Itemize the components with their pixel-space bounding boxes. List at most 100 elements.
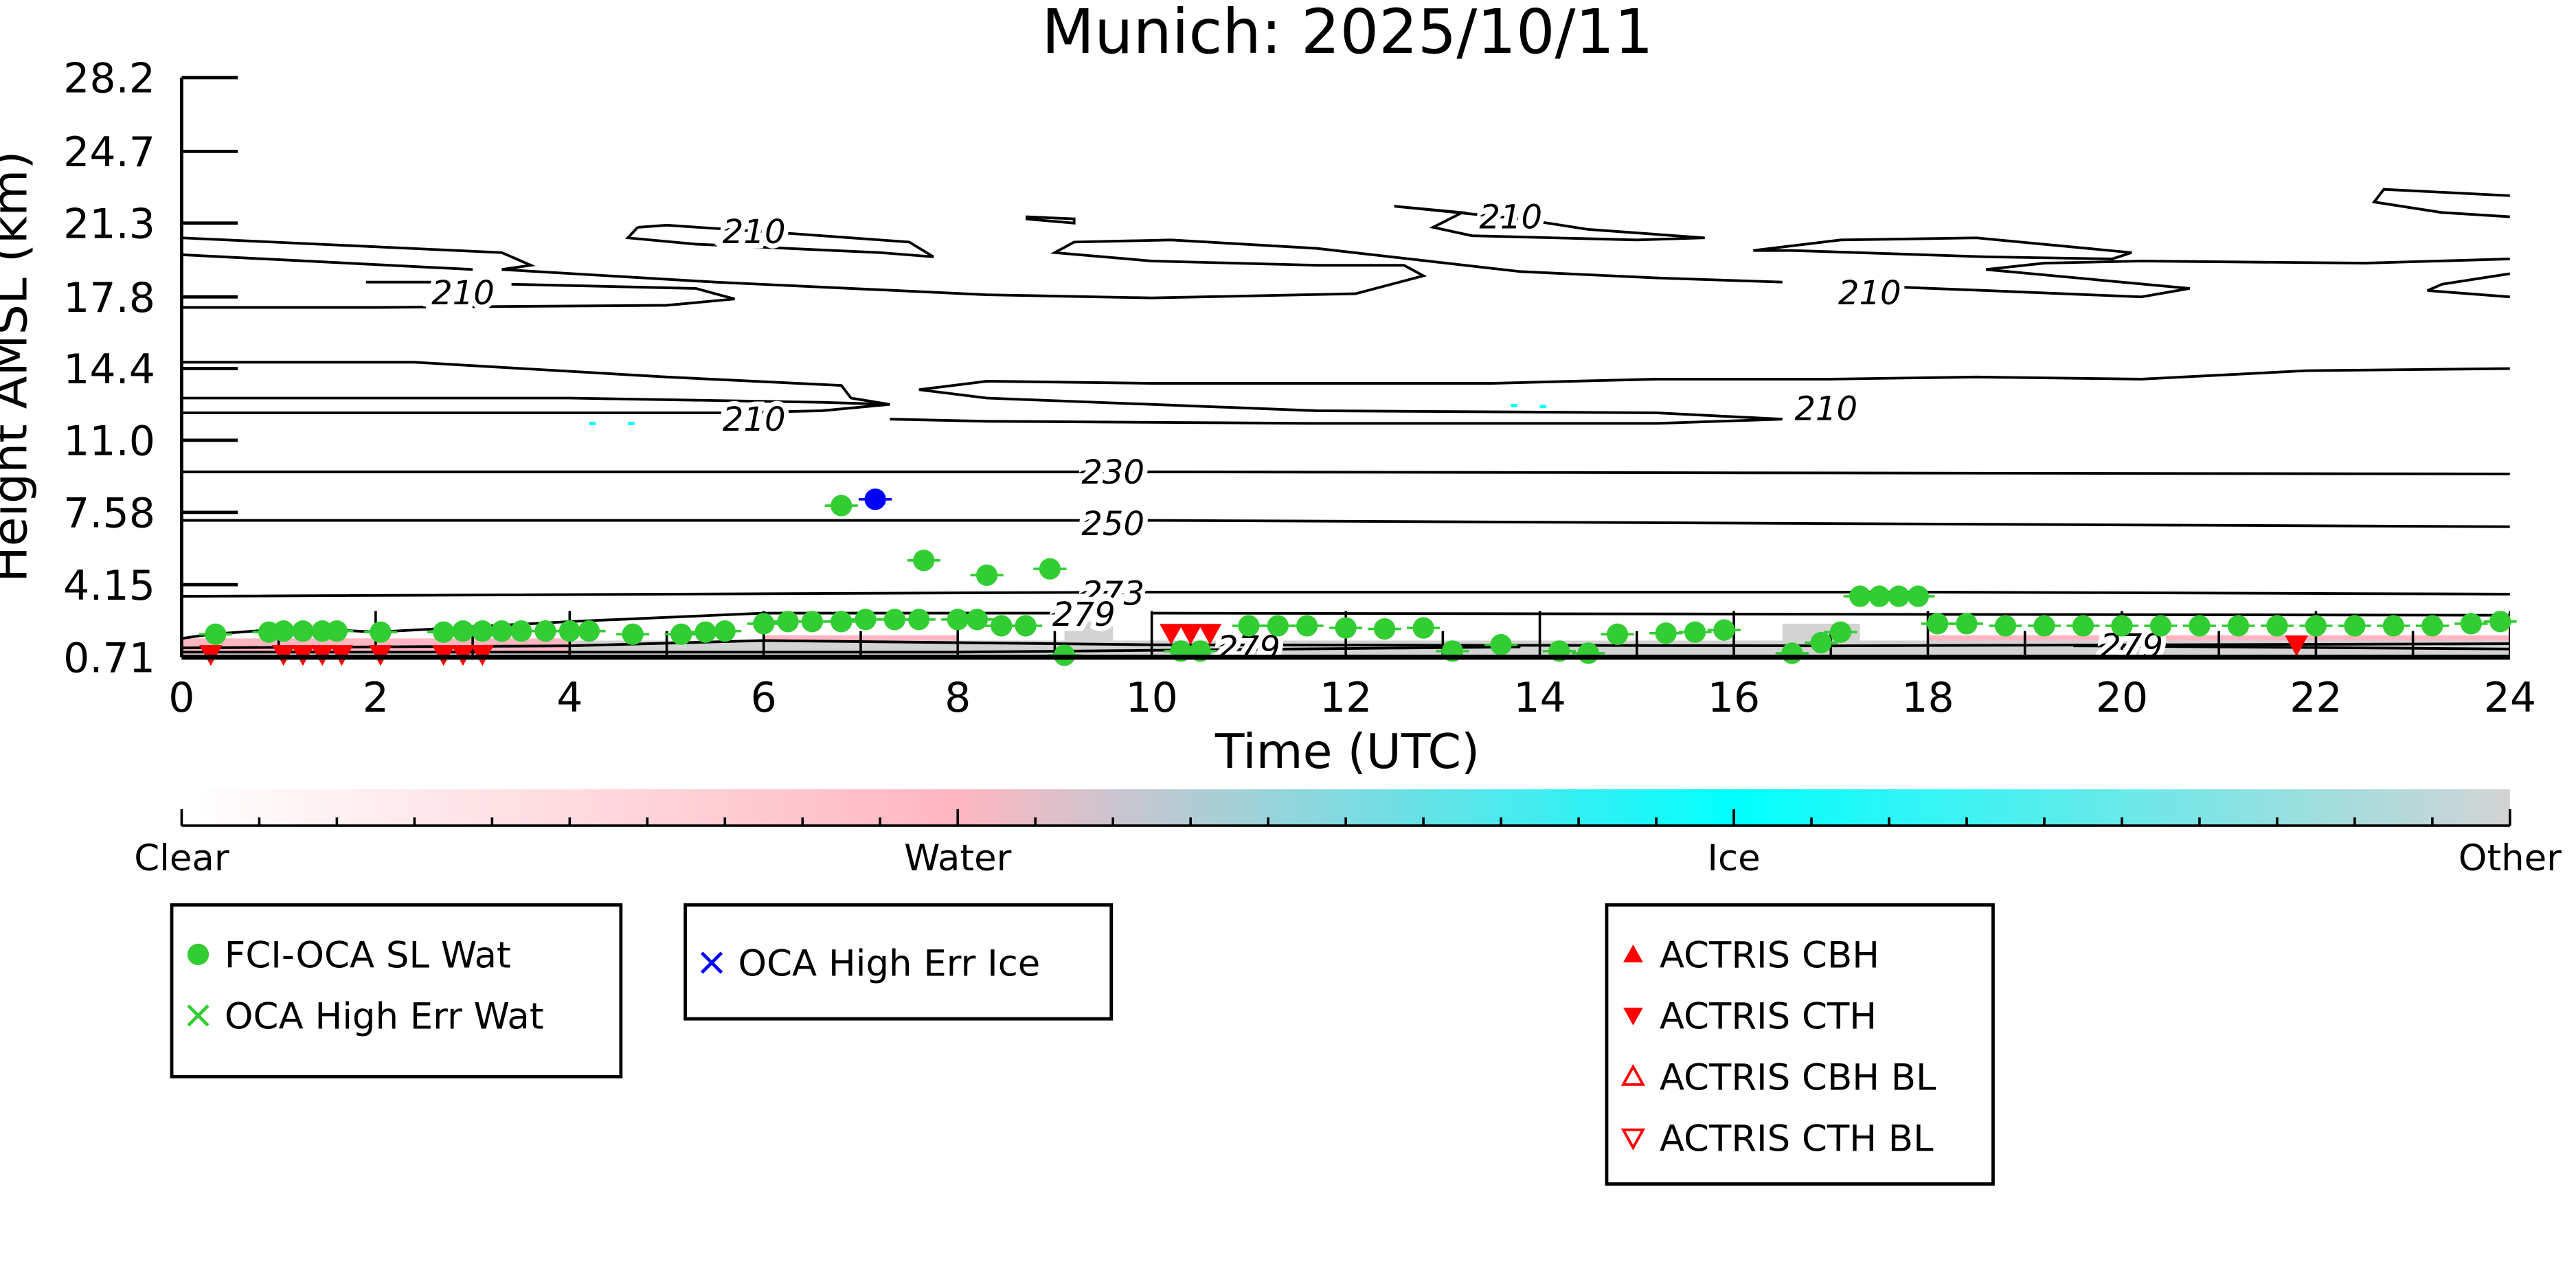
marker-circle <box>831 611 852 633</box>
x-tick-label: 22 <box>2290 674 2342 722</box>
marker-triangle <box>1179 624 1202 645</box>
y-axis-label: Height AMSL (km) <box>0 151 38 583</box>
marker-circle <box>1238 615 1260 637</box>
contour-250 <box>181 519 2510 528</box>
marker-circle <box>2149 615 2172 637</box>
marker-circle <box>883 609 906 631</box>
contour-label: 250 <box>1081 505 1144 543</box>
marker-circle <box>2111 615 2133 637</box>
marker-circle <box>801 611 824 633</box>
contour-label: 230 <box>1081 453 1144 492</box>
marker-circle <box>1412 617 1434 639</box>
y-tick-label: 21.3 <box>63 200 155 248</box>
contour-210 <box>918 367 2510 392</box>
y-tick-label: 24.7 <box>63 128 155 177</box>
marker-circle <box>2072 615 2094 637</box>
legend-entry-label: ACTRIS CTH <box>1660 996 1877 1038</box>
contour-label: 210 <box>1794 390 1857 429</box>
legend-frame <box>170 903 623 1078</box>
other-band <box>1064 621 1114 641</box>
contour-210 <box>625 223 934 258</box>
contour-label: 210 <box>1838 274 1901 313</box>
colorbar-label: Clear <box>134 837 229 879</box>
marker-circle <box>966 609 988 631</box>
marker-circle <box>187 943 210 966</box>
marker-circle <box>1907 585 1929 607</box>
marker-circle <box>292 620 314 642</box>
marker-circle <box>1015 615 1037 637</box>
marker-circle <box>1956 613 1978 635</box>
x-tick-label: 10 <box>1125 674 1177 722</box>
chart-title: Munich: 2025/10/11 <box>1041 0 1653 67</box>
marker-circle <box>490 620 513 642</box>
legend-entry-label: ACTRIS CBH <box>1660 935 1879 977</box>
marker-circle <box>370 621 392 643</box>
x-stroke <box>187 1004 210 1027</box>
marker-circle <box>2382 615 2404 637</box>
marker-circle <box>2305 615 2327 637</box>
marker-circle <box>558 620 580 642</box>
legend-box: OCA High Err Ice <box>683 903 1114 1021</box>
marker-circle <box>578 620 600 642</box>
contour-label: 273 <box>1081 574 1144 613</box>
marker-circle <box>2489 611 2511 633</box>
contour-label: 210 <box>723 400 786 439</box>
x-tick-label: 8 <box>945 674 971 722</box>
legend-entry-label: OCA High Err Wat <box>225 996 544 1038</box>
marker-triangle <box>1620 1128 1646 1151</box>
marker-circle <box>471 620 493 642</box>
marker-circle <box>1781 642 1803 664</box>
marker-circle <box>205 623 227 645</box>
marker-circle <box>913 550 935 572</box>
x-tick-label: 18 <box>1901 674 1954 722</box>
marker-triangle <box>1623 1007 1643 1026</box>
contour-label: 210 <box>723 213 786 251</box>
marker-circle <box>1926 613 1949 635</box>
contour-label: 279 <box>1052 596 1116 634</box>
data-marks <box>199 488 2517 666</box>
marker-circle <box>2460 613 2482 635</box>
contour-210 <box>890 388 1783 425</box>
y-tick-label: 11.0 <box>63 418 155 466</box>
contour-210 <box>2371 188 2510 218</box>
marker-circle <box>273 620 295 642</box>
marker-circle <box>2033 615 2055 637</box>
marker-circle <box>670 623 692 645</box>
y-tick-label: 28.2 <box>63 55 155 103</box>
marker-circle <box>622 623 644 645</box>
ice-patch <box>1539 405 1547 409</box>
marker-triangle <box>1623 945 1643 962</box>
marker-circle <box>2344 615 2366 637</box>
x-tick-label: 6 <box>751 674 777 722</box>
marker-circle <box>452 620 474 642</box>
marker-circle <box>1829 621 1852 643</box>
marker-triangle <box>1620 1063 1646 1086</box>
contour-210 <box>1879 258 2510 299</box>
legend-entry-label: OCA High Err Ice <box>738 943 1041 985</box>
marker-triangle <box>1160 624 1183 645</box>
x-tick-label: 24 <box>2484 674 2536 722</box>
marker-circle <box>947 609 969 631</box>
contour-210 <box>1394 205 1705 242</box>
contour-230 <box>181 471 2510 475</box>
marker-circle <box>2227 615 2250 637</box>
marker-x <box>187 1004 210 1027</box>
marker-circle <box>1810 631 1832 654</box>
legend-frame <box>1605 903 1995 1186</box>
marker-circle <box>1374 618 1396 640</box>
x-tick-label: 14 <box>1513 674 1566 722</box>
legend-frame <box>683 903 1114 1021</box>
ice-patch <box>589 421 596 425</box>
contour-273 <box>181 590 2510 598</box>
contour-210 <box>181 396 890 414</box>
x-tick-label: 2 <box>363 674 389 722</box>
contour-210 <box>181 236 536 271</box>
marker-circle <box>1606 623 1629 645</box>
colorbar-label: Water <box>904 837 1012 879</box>
x-tick-label: 20 <box>2096 674 2148 722</box>
